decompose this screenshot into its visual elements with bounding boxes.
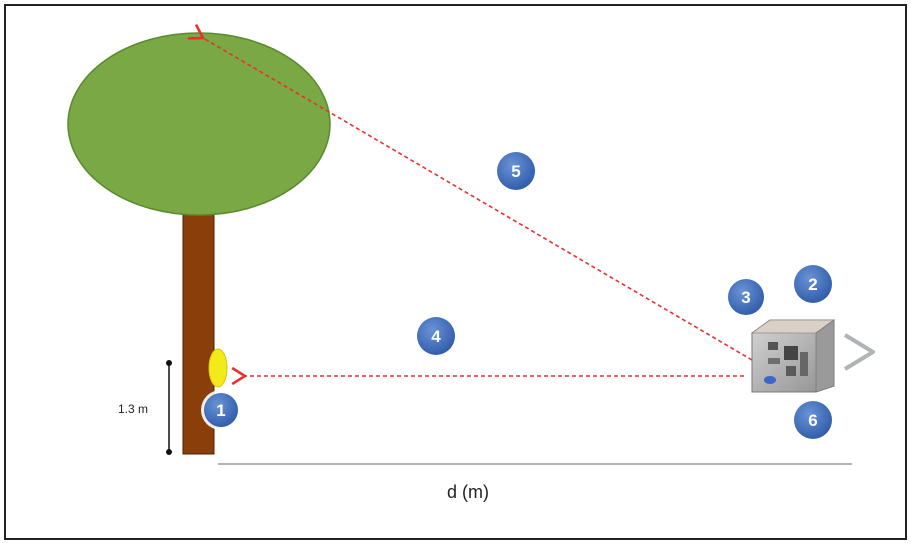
laser-line-canopy (203, 38, 752, 360)
height-dimension (166, 360, 172, 455)
step-marker-1: 1 (201, 390, 241, 430)
step-marker-5: 5 (497, 152, 535, 190)
svg-text:4: 4 (431, 327, 441, 346)
svg-text:6: 6 (808, 411, 817, 430)
svg-text:5: 5 (511, 162, 520, 181)
height-label: 1.3 m (118, 402, 148, 416)
tree-canopy (68, 33, 330, 215)
step-marker-4: 4 (417, 317, 455, 355)
distance-label: d (m) (447, 482, 489, 502)
signal-emitter-icon (845, 335, 873, 369)
svg-text:3: 3 (741, 288, 750, 307)
step-marker-3: 3 (726, 277, 766, 317)
svg-text:1: 1 (216, 401, 225, 420)
step-marker-2: 2 (794, 265, 832, 303)
svg-text:2: 2 (808, 275, 817, 294)
reflector-target-icon (209, 349, 227, 387)
step-marker-6: 6 (794, 401, 832, 439)
rangefinder-icon (752, 320, 834, 392)
